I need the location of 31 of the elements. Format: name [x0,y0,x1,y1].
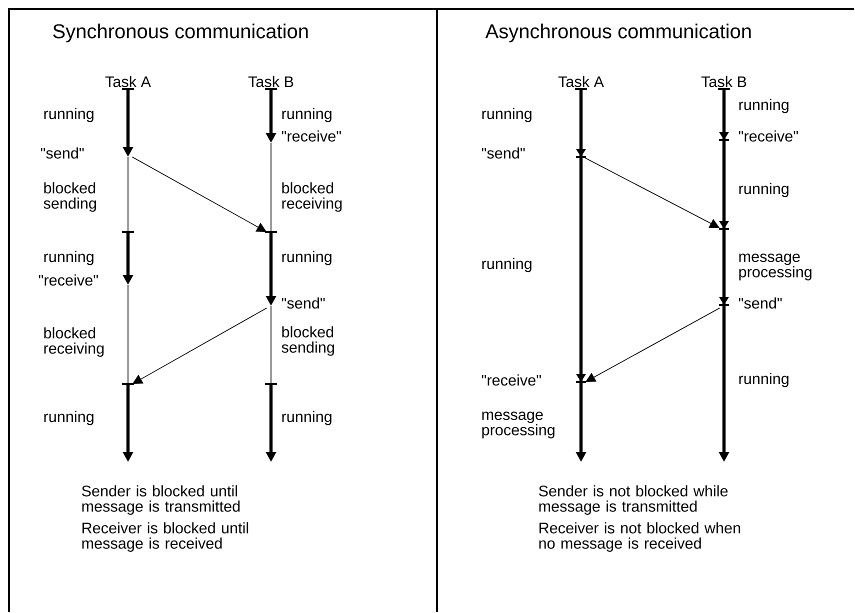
state-label: running [739,372,788,388]
state-label: "receive" [482,374,541,386]
note: Receiver is not blocked when no message is received [539,522,740,552]
state-label: blocked receiving [282,182,342,212]
state-label: blocked sending [44,182,96,212]
state-label: message processing [482,412,554,438]
state-label: running [44,410,94,426]
note: Sender is not blocked while message is transmitted [538,485,728,515]
state-label: running [282,108,332,122]
state-label: "receive" [38,274,98,286]
state-label: running [482,258,532,272]
state-label: running [739,98,788,114]
state-label: "send" [738,297,782,309]
state-label: blocked sending [282,326,334,356]
panel-title: Synchronous communication [53,24,308,42]
panel-title: Asynchronous communication [485,24,751,42]
state-label: running [739,182,788,198]
state-label: "send" [282,297,325,309]
state-label: running [282,250,332,266]
state-label: "receive" [282,130,341,142]
state-label: running [44,250,94,266]
state-label: "send" [40,147,84,159]
state-label: running [44,108,94,122]
state-label: "send" [482,147,525,159]
note: Receiver is blocked until message is received [82,522,248,552]
note: Sender is blocked until message is transmitted [82,485,240,515]
state-label: "receive" [738,130,798,142]
state-label: running [482,108,532,122]
state-label: message processing [739,254,812,280]
state-label: blocked receiving [44,327,104,357]
state-label: running [282,410,332,426]
